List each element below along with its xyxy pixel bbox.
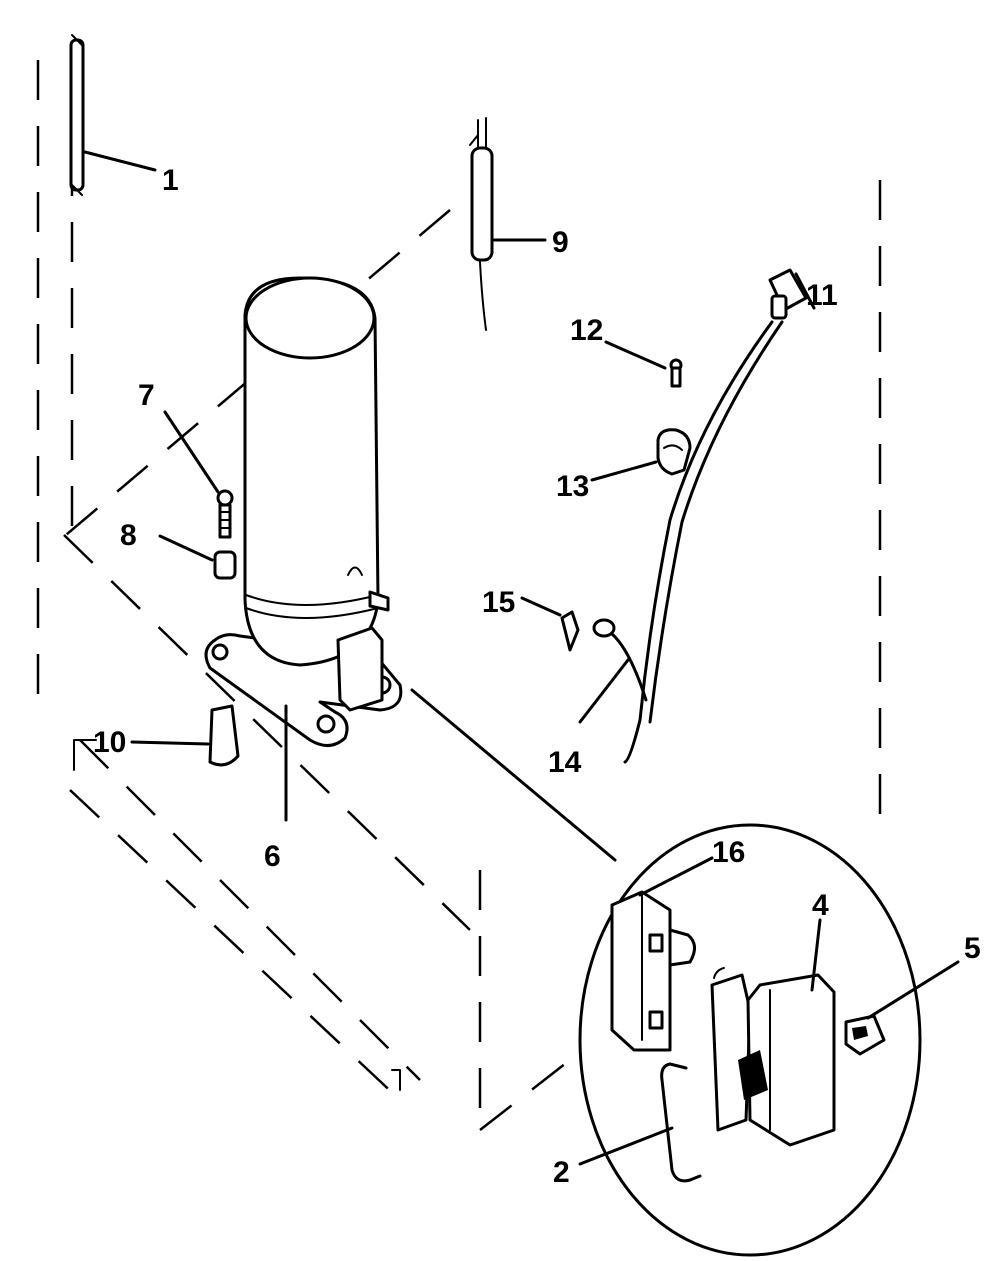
part-7-bolt bbox=[163, 410, 234, 539]
part-13-clamp bbox=[590, 428, 692, 482]
callout-4: 4 bbox=[812, 889, 829, 922]
part-1-tube bbox=[69, 34, 157, 196]
part-15-screw bbox=[520, 596, 580, 652]
callout-11: 11 bbox=[806, 279, 838, 312]
callout-2: 2 bbox=[553, 1156, 570, 1189]
part-2-wire-clip bbox=[578, 1062, 702, 1183]
callout-14: 14 bbox=[548, 746, 582, 779]
callout-10: 10 bbox=[93, 726, 126, 759]
part-4-relay bbox=[710, 918, 836, 1147]
part-12-screw bbox=[604, 340, 683, 388]
part-16-bracket bbox=[610, 856, 714, 1052]
detail-leader-line bbox=[410, 688, 617, 862]
callout-12: 12 bbox=[570, 314, 603, 347]
callout-8: 8 bbox=[120, 519, 137, 552]
callout-7: 7 bbox=[138, 379, 155, 412]
detail-circle bbox=[578, 823, 922, 1257]
cabinet-outline bbox=[36, 60, 882, 1131]
callout-1: 1 bbox=[162, 164, 179, 197]
part-9-sensor bbox=[469, 117, 547, 331]
callout-5: 5 bbox=[964, 932, 981, 965]
callout-13: 13 bbox=[556, 470, 589, 503]
part-6-compressor bbox=[204, 276, 403, 822]
callout-15: 15 bbox=[482, 586, 515, 619]
part-5-connector bbox=[844, 960, 960, 1056]
part-14-ground-wire bbox=[578, 618, 648, 724]
callout-16: 16 bbox=[712, 836, 745, 869]
part-8-spacer bbox=[158, 534, 237, 580]
callout-6: 6 bbox=[264, 840, 281, 873]
part-10-grommet bbox=[130, 704, 240, 767]
part-11-power-cord bbox=[623, 268, 816, 764]
callout-9: 9 bbox=[552, 226, 569, 259]
